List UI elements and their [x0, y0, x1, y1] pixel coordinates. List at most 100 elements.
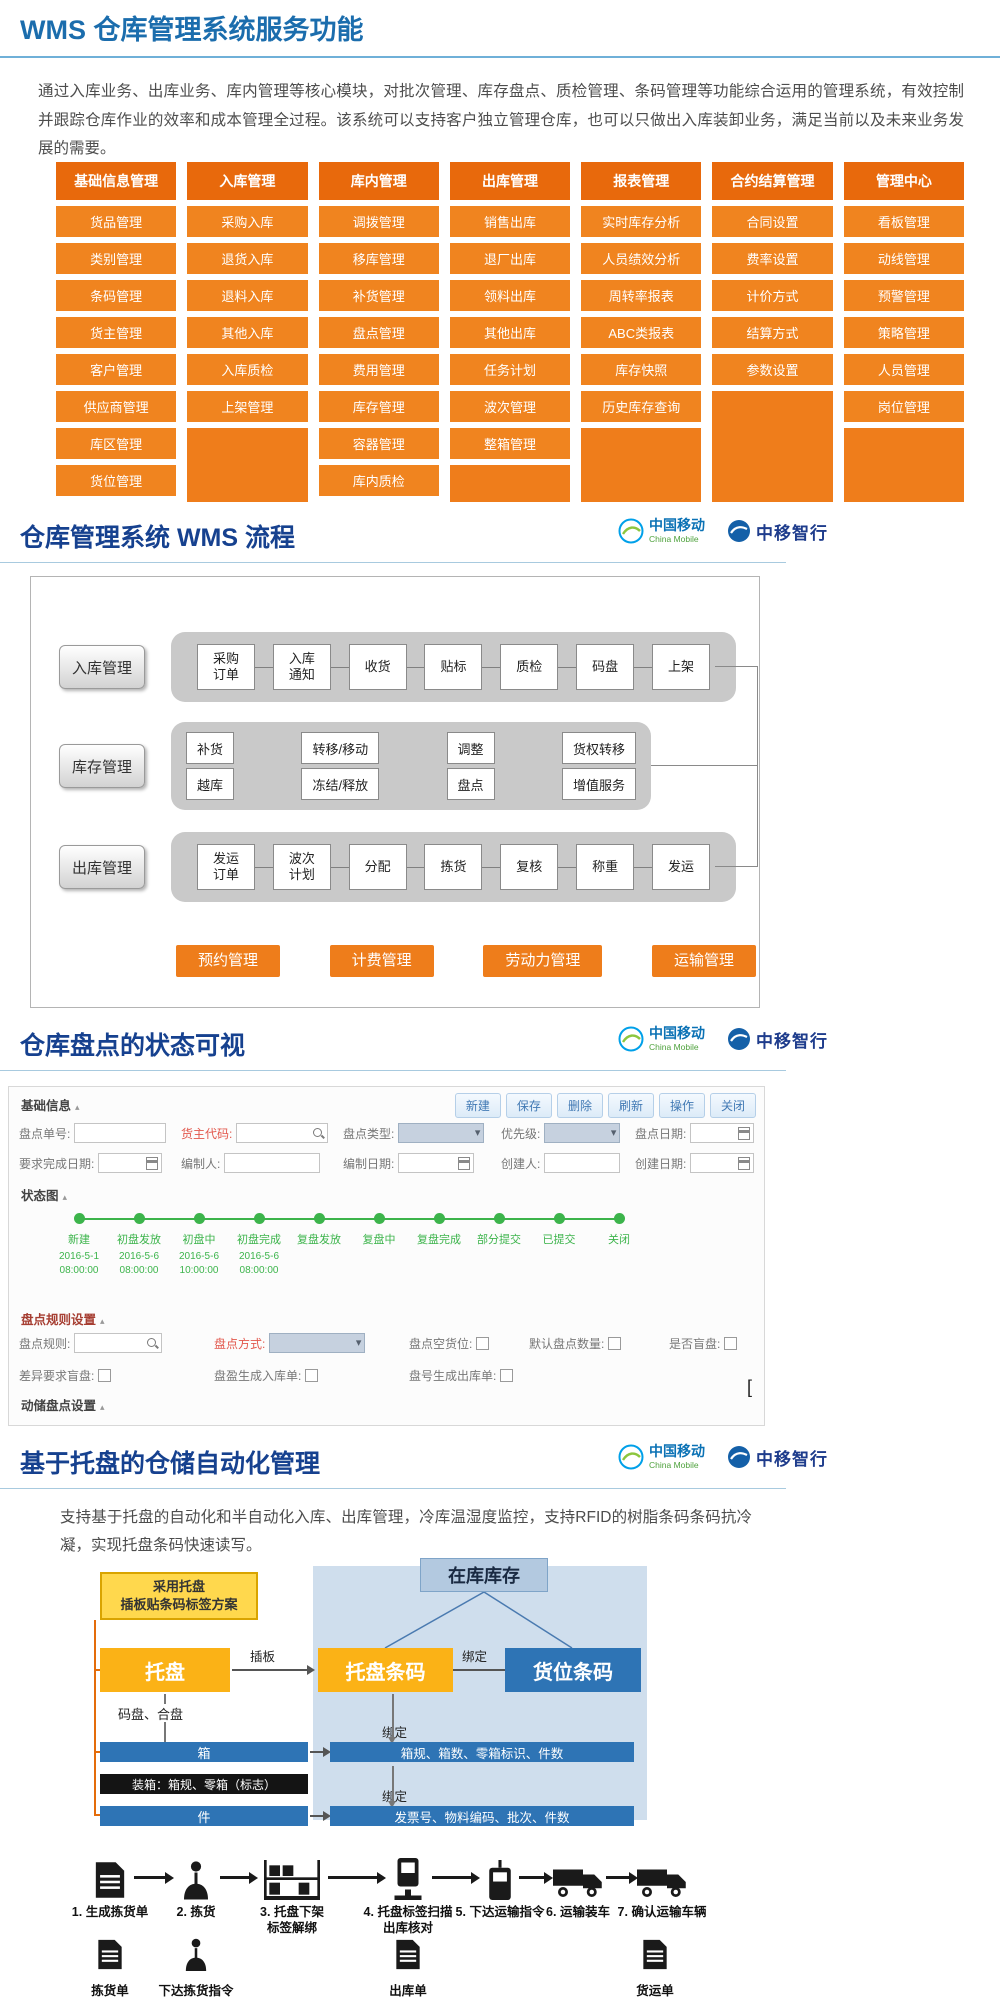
- function-column-admin-center: 管理中心 看板管理动线管理预警管理策略管理人员管理岗位管理: [843, 162, 964, 502]
- calendar-icon[interactable]: [738, 1127, 751, 1140]
- toolbar-button[interactable]: 关闭: [709, 1093, 756, 1118]
- function-item: 参数设置: [712, 354, 833, 391]
- page-title: WMS 仓库管理系统服务功能: [20, 15, 364, 45]
- search-icon[interactable]: [313, 1128, 324, 1139]
- field-count-method: 盘点方式:: [214, 1333, 366, 1353]
- calendar-icon[interactable]: [146, 1157, 159, 1170]
- column-items: 采购入库退货入库退料入库其他入库入库质检上架管理: [187, 206, 308, 428]
- create-date-input[interactable]: [690, 1153, 755, 1173]
- collapse-icon[interactable]: ▴: [75, 1102, 80, 1112]
- function-item: 策略管理: [843, 317, 964, 354]
- zhongyi-zhixing-icon: [728, 1028, 750, 1050]
- zhongyi-zhixing-icon: [728, 520, 750, 542]
- step-label: 7. 确认运输车辆: [617, 1905, 707, 1919]
- process-step-box: 调整: [446, 732, 495, 764]
- guide-tick: [94, 1814, 100, 1816]
- collapse-icon[interactable]: ▴: [62, 1192, 68, 1202]
- step-confirm-vehicle: 7. 确认运输车辆: [602, 1856, 722, 1920]
- process-footer-button: 计费管理: [329, 945, 434, 977]
- china-mobile-logo: 中国移动 China Mobile: [618, 517, 705, 544]
- scanner-kiosk-icon: [391, 1856, 425, 1900]
- document-icon: [641, 1938, 669, 1976]
- collapse-icon[interactable]: ▴: [100, 1402, 105, 1412]
- function-item: 人员绩效分析: [581, 243, 702, 280]
- count-type-select[interactable]: [398, 1123, 485, 1143]
- gain-inbound-checkbox[interactable]: [305, 1368, 319, 1382]
- guide-tick: [94, 1751, 100, 1753]
- function-item: 领料出库: [449, 280, 571, 317]
- function-item: 费率设置: [712, 243, 833, 280]
- blind-count-checkbox[interactable]: [724, 1336, 738, 1350]
- field-label: 优先级:: [501, 1126, 541, 1141]
- function-item: 其他入库: [187, 317, 308, 354]
- flow-arrow-icon: [519, 1872, 553, 1883]
- china-mobile-logo: 中国移动 China Mobile: [618, 1025, 705, 1052]
- calendar-icon[interactable]: [738, 1157, 751, 1170]
- process-step-box: 上架: [651, 644, 710, 690]
- timeline-step-label: 部分提交: [477, 1234, 521, 1246]
- function-item: 合同设置: [712, 206, 833, 243]
- process-step-box: 越库: [186, 768, 235, 800]
- inbound-process-boxes: 采购 订单入库 通知收货贴标质检码盘上架: [171, 632, 736, 702]
- function-item: 岗位管理: [843, 391, 964, 428]
- field-owner-code: 货主代码:: [181, 1123, 329, 1143]
- stock-connector-lines: [384, 1592, 573, 1648]
- require-date-input[interactable]: [98, 1153, 163, 1173]
- loss-outbound-checkbox[interactable]: [500, 1368, 514, 1382]
- count-rule-input[interactable]: [74, 1333, 163, 1353]
- step-label: 6. 运输装车: [546, 1905, 610, 1919]
- diff-blind-checkbox[interactable]: [98, 1368, 112, 1382]
- china-mobile-logo: 中国移动 China Mobile: [618, 1443, 705, 1470]
- section-title-process: 仓库管理系统 WMS 流程: [20, 524, 295, 552]
- function-item: 预警管理: [843, 280, 964, 317]
- owner-code-input[interactable]: [236, 1123, 329, 1143]
- group-label-dynamic-count: 动储盘点设置▴: [21, 1395, 105, 1414]
- function-column-in-warehouse: 库内管理 调拨管理移库管理补货管理盘点管理费用管理库存管理容器管理库内质检: [318, 162, 439, 502]
- toolbar-button[interactable]: 操作: [658, 1093, 705, 1118]
- function-item: 库存快照: [581, 354, 702, 391]
- process-footer-button: 劳动力管理: [483, 945, 603, 977]
- field-label: 盘号生成出库单:: [409, 1368, 497, 1383]
- group-label-state-chart: 状态图▴: [21, 1185, 67, 1204]
- function-item: 费用管理: [318, 354, 439, 391]
- function-item: 销售出库: [449, 206, 571, 243]
- process-step-box: 补货: [186, 732, 235, 764]
- function-item: 货主管理: [56, 317, 177, 354]
- count-order-no-input[interactable]: [74, 1123, 167, 1143]
- toolbar-button[interactable]: 刷新: [607, 1093, 654, 1118]
- function-item: 货品管理: [56, 206, 177, 243]
- count-method-select[interactable]: [269, 1333, 366, 1353]
- field-label-required: 盘点方式:: [214, 1336, 266, 1351]
- toolbar-button[interactable]: 新建: [454, 1093, 501, 1118]
- step-label: 4. 托盘标签扫描 出库核对: [363, 1905, 453, 1936]
- toolbar-button[interactable]: 保存: [505, 1093, 552, 1118]
- empty-slot-checkbox[interactable]: [476, 1336, 490, 1350]
- process-footer-button: 预约管理: [176, 945, 281, 977]
- china-mobile-en: China Mobile: [649, 1459, 699, 1470]
- section-header-pallet: 基于托盘的仓储自动化管理 中国移动 China Mobile 中移智行: [0, 1440, 1000, 1492]
- function-item: 结算方式: [712, 317, 833, 354]
- bind-arrow-icon: [389, 1694, 395, 1744]
- calendar-icon[interactable]: [458, 1157, 471, 1170]
- count-date-input[interactable]: [690, 1123, 755, 1143]
- truck-icon: [553, 1856, 603, 1900]
- collapse-icon[interactable]: ▴: [100, 1316, 105, 1326]
- timeline-step-date: 2016-5-6 08:00:00: [238, 1251, 280, 1276]
- zhongyi-zhixing-text: 中移智行: [756, 523, 828, 543]
- priority-select[interactable]: [544, 1123, 621, 1143]
- document-icon: [96, 1938, 124, 1976]
- timeline-step-label: 初盘完成: [237, 1234, 281, 1246]
- default-qty-checkbox[interactable]: [608, 1336, 622, 1350]
- editor-input[interactable]: [224, 1153, 321, 1173]
- search-icon[interactable]: [147, 1338, 158, 1349]
- timeline-dot: [553, 1213, 565, 1224]
- insert-arrow-icon: [232, 1665, 315, 1675]
- creator-input[interactable]: [544, 1153, 621, 1173]
- outbound-process-band: 发运 订单波次 计划分配拣货复核称重发运: [171, 832, 736, 902]
- doc-freight-order: 货运单: [605, 1938, 705, 1999]
- toolbar-button[interactable]: 删除: [556, 1093, 603, 1118]
- column-header: 基础信息管理: [56, 162, 177, 206]
- edit-date-input[interactable]: [398, 1153, 475, 1173]
- worker-icon: [181, 1856, 211, 1900]
